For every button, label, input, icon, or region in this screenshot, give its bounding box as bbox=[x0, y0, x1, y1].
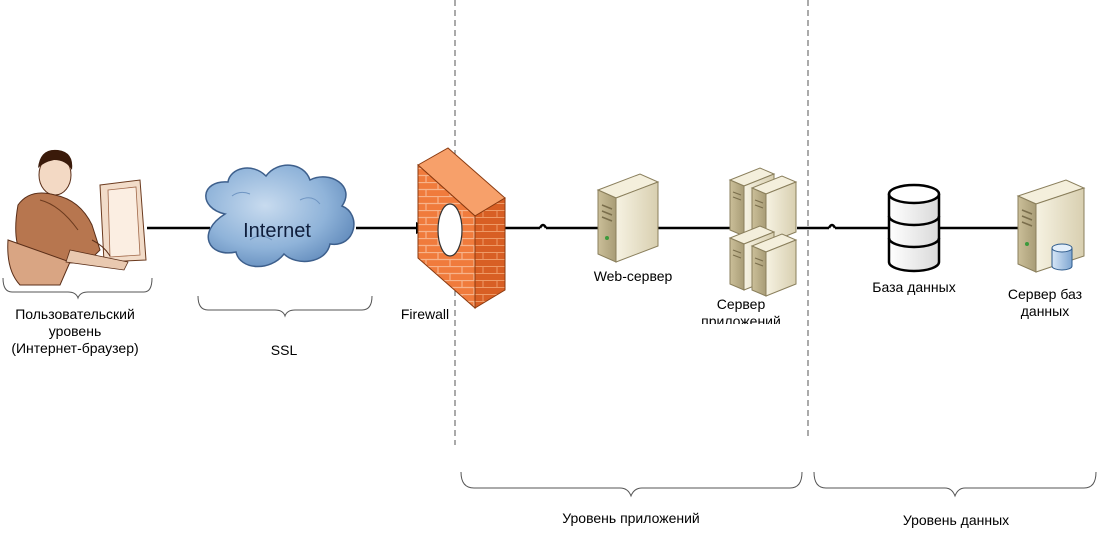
connection-line bbox=[147, 223, 1020, 230]
app-server-label: Сервер приложений bbox=[701, 296, 781, 324]
app-tier-label: Уровень приложений bbox=[562, 510, 700, 526]
firewall-brick-wall-icon bbox=[417, 147, 506, 310]
cloud-icon bbox=[205, 164, 355, 268]
data-tier-label: Уровень данных bbox=[902, 512, 1010, 528]
web-server-label: Web-сервер bbox=[593, 268, 673, 284]
firewall-label: Firewall bbox=[400, 306, 450, 322]
server-with-database-icon bbox=[1016, 179, 1086, 273]
ssl-brace bbox=[197, 295, 373, 318]
user-label: Пользовательский уровень (Интернет-брауз… bbox=[11, 306, 139, 356]
database-cylinder-icon bbox=[887, 183, 941, 273]
app-tier-brace bbox=[460, 471, 803, 498]
server-cluster-icon bbox=[728, 167, 798, 297]
data-tier-brace bbox=[813, 471, 1097, 498]
ssl-label: SSL bbox=[270, 342, 298, 358]
database-label: База данных bbox=[872, 279, 956, 295]
server-tower-icon bbox=[596, 173, 660, 263]
db-server-label: Сервер баз данных bbox=[1007, 286, 1083, 319]
internet-label: Internet bbox=[243, 220, 311, 242]
user-at-computer-icon bbox=[7, 149, 147, 286]
user-brace bbox=[2, 277, 153, 300]
